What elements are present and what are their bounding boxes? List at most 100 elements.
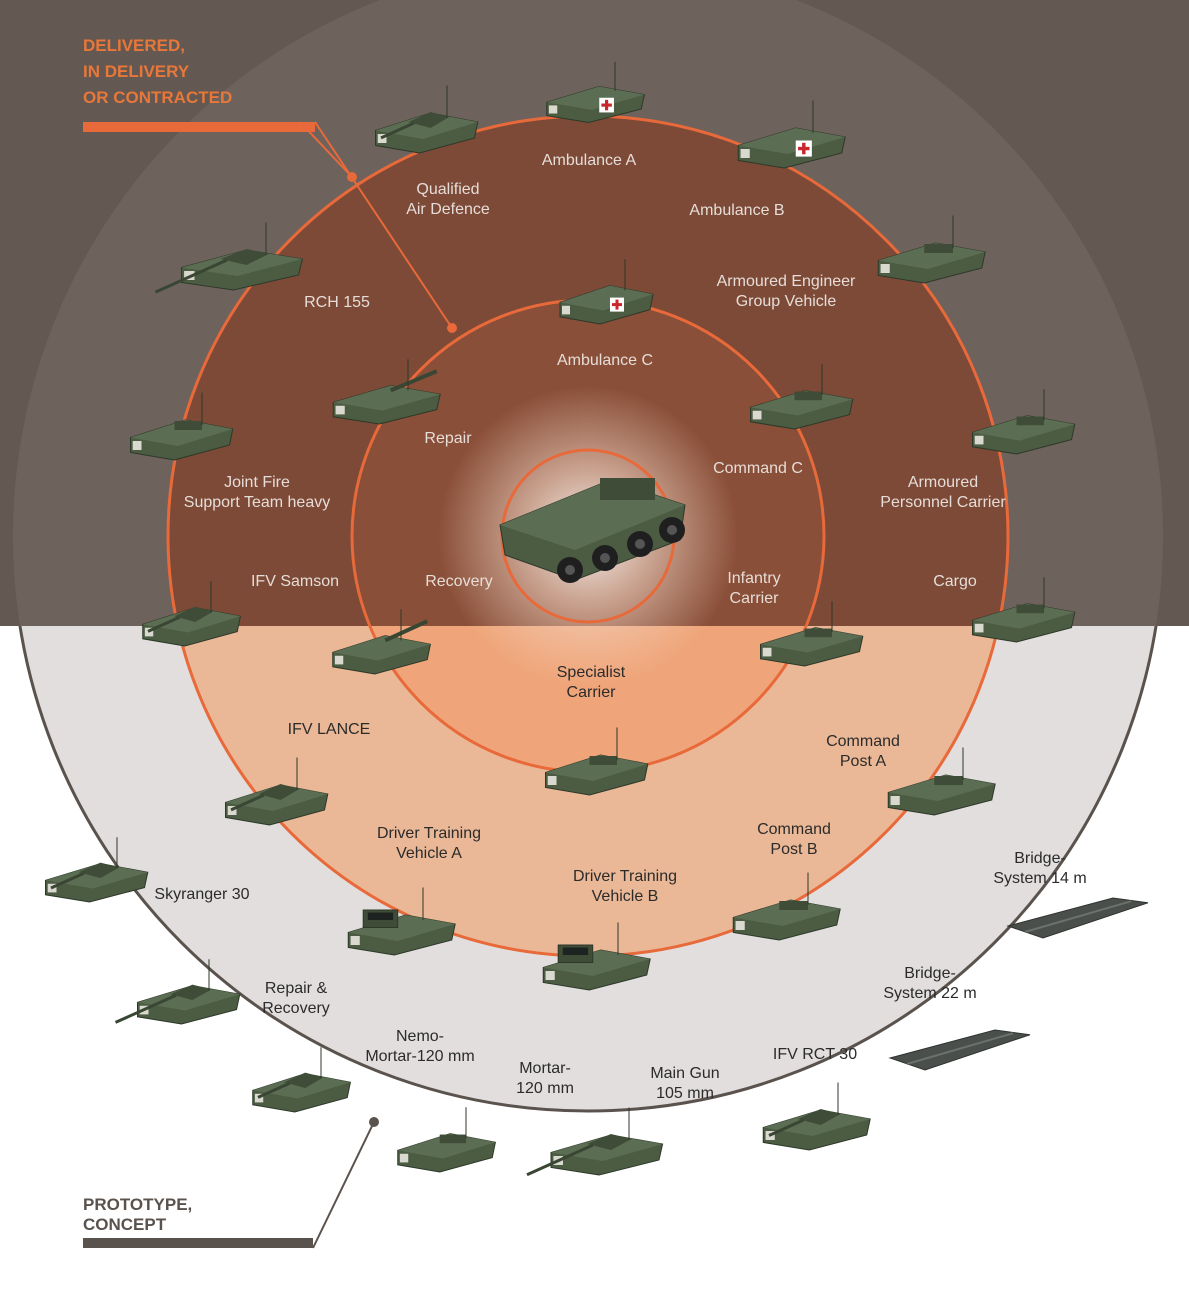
vehicle-label-line: Vehicle B xyxy=(591,888,659,905)
vehicle-label-line: 105 mm xyxy=(656,1085,714,1102)
vehicle-label-line: System 22 m xyxy=(883,985,977,1002)
vehicle-label-ambulance-b: Ambulance B xyxy=(689,201,784,221)
vehicle-label-bridge-system-22m: Bridge- System 22 m xyxy=(883,964,976,1004)
vehicle-label-line: Command xyxy=(757,821,831,838)
vehicle-label-command-c: Command C xyxy=(713,459,803,479)
vehicle-label-line: Ambulance B xyxy=(689,202,785,219)
vehicle-label-line: Ambulance C xyxy=(556,352,654,369)
prototype-leader-line xyxy=(312,1121,375,1249)
vehicle-label-line: Specialist xyxy=(556,664,626,681)
legend-delivered-line: DELIVERED, xyxy=(83,36,186,55)
vehicle-label-line: Driver Training xyxy=(376,825,482,842)
repair-and-recovery-vehicle-icon xyxy=(114,959,241,1025)
vehicle-label-repair: Repair xyxy=(424,429,471,449)
mortar-120mm-vehicle-icon xyxy=(397,1107,496,1173)
vehicle-label-line: Recovery xyxy=(425,573,493,590)
infantry-carrier-vehicle-icon xyxy=(760,601,864,667)
vehicle-label-line: Main Gun xyxy=(650,1065,720,1082)
vehicle-label-ambulance-c: Ambulance C xyxy=(557,351,653,371)
specialist-carrier-vehicle-icon xyxy=(545,727,649,796)
vehicle-label-bridge-system-14m: Bridge-System 14 m xyxy=(993,849,1086,889)
legend-delivered: DELIVERED, IN DELIVERY OR CONTRACTED xyxy=(83,33,232,111)
vehicle-label-line: Post B xyxy=(770,841,818,858)
ambulance-b-vehicle-icon xyxy=(737,100,846,169)
delivered-marker-outer xyxy=(347,172,357,182)
main-gun-105mm-vehicle-icon xyxy=(526,1107,664,1177)
vehicle-label-ifv-lance: IFV LANCE xyxy=(288,720,371,740)
vehicle-label-line: Carrier xyxy=(729,590,779,607)
vehicle-label-line: Command C xyxy=(713,460,803,477)
vehicle-label-line: Vehicle A xyxy=(396,845,462,862)
command-post-a-vehicle-icon xyxy=(887,747,996,816)
vehicle-label-line: Mortar-120 mm xyxy=(365,1048,475,1065)
ambulance-c-vehicle-icon xyxy=(559,259,654,325)
vehicle-label-rch-155: RCH 155 xyxy=(304,293,370,313)
delivered-marker-inner xyxy=(447,323,457,333)
vehicle-label-line: Command xyxy=(826,733,900,750)
vehicle-label-line: Armoured Engineer xyxy=(716,273,856,290)
skyranger-30-vehicle-icon xyxy=(45,837,149,903)
ambulance-a-vehicle-icon xyxy=(546,61,645,124)
ifv-samson-vehicle-icon xyxy=(142,581,241,647)
ifv-lance-vehicle-icon xyxy=(225,757,329,826)
delivered-legend-bar xyxy=(83,122,315,132)
legend-prototype-line: CONCEPT xyxy=(83,1215,167,1234)
vehicle-label-line: Bridge- xyxy=(904,965,956,982)
armoured-engineer-group-vehicle-vehicle-icon xyxy=(877,215,986,284)
driver-training-vehicle-b-vehicle-icon xyxy=(542,922,651,991)
legend-delivered-line: IN DELIVERY xyxy=(83,62,190,81)
vehicle-label-line: Mortar- xyxy=(519,1060,571,1077)
vehicle-label-line: Joint Fire xyxy=(224,474,290,491)
driver-training-vehicle-a-vehicle-icon xyxy=(347,887,456,956)
delivered-leader-line xyxy=(314,121,453,329)
vehicle-label-line: Infantry xyxy=(727,570,781,587)
armoured-personnel-carrier-vehicle-icon xyxy=(972,389,1076,455)
vehicle-label-mortar-120mm: Mortar-120 mm xyxy=(516,1059,574,1099)
vehicles-layer xyxy=(45,61,1149,1177)
nemo-mortar-120mm-vehicle-icon xyxy=(252,1047,351,1113)
vehicle-label-cargo: Cargo xyxy=(933,572,977,592)
qualified-air-defence-vehicle-icon xyxy=(375,85,479,154)
vehicle-label-line: Skyranger 30 xyxy=(154,886,250,903)
joint-fire-support-team-heavy-vehicle-icon xyxy=(130,392,234,461)
vehicle-label-line: Carrier xyxy=(566,684,616,701)
vehicle-label-line: Ambulance A xyxy=(541,152,637,169)
bridge-system-22m-vehicle-icon xyxy=(888,1029,1031,1071)
vehicle-label-ambulance-a: Ambulance A xyxy=(542,151,636,171)
vehicle-label-line: Post A xyxy=(839,753,887,770)
rch-155-vehicle-icon xyxy=(154,222,304,294)
vehicle-label-line: IFV Samson xyxy=(250,573,340,590)
vehicle-label-line: RCH 155 xyxy=(304,294,370,311)
recovery-vehicle-icon xyxy=(332,609,431,675)
vehicle-label-line: IFV RCT 30 xyxy=(772,1046,858,1063)
center-vehicle-icon xyxy=(499,478,686,583)
vehicle-label-line: Recovery xyxy=(262,1000,330,1017)
cargo-vehicle-icon xyxy=(972,577,1076,643)
vehicle-label-line: Repair xyxy=(424,430,472,447)
command-c-vehicle-icon xyxy=(750,364,854,430)
vehicle-label-line: Nemo- xyxy=(395,1028,445,1045)
vehicle-label-recovery: Recovery xyxy=(425,572,493,592)
vehicle-label-line: Group Vehicle xyxy=(735,293,837,310)
delivered-leader-line-outer xyxy=(299,121,353,178)
command-post-b-vehicle-icon xyxy=(732,872,841,941)
vehicle-label-ifv-rct-30: IFV RCT 30 xyxy=(773,1045,857,1065)
vehicle-label-line: Personnel Carrier xyxy=(880,494,1006,511)
ifv-rct-30-vehicle-icon xyxy=(762,1082,871,1151)
legend-prototype-line: PROTOTYPE, xyxy=(83,1195,193,1214)
repair-vehicle-icon xyxy=(332,359,441,425)
legend-prototype: PROTOTYPE, CONCEPT xyxy=(83,1195,192,1235)
legend-delivered-line: OR CONTRACTED xyxy=(83,88,233,107)
vehicle-label-line: System 14 m xyxy=(993,870,1087,887)
vehicle-label-ifv-samson: IFV Samson xyxy=(251,572,339,592)
vehicle-label-line: Air Defence xyxy=(406,201,490,218)
